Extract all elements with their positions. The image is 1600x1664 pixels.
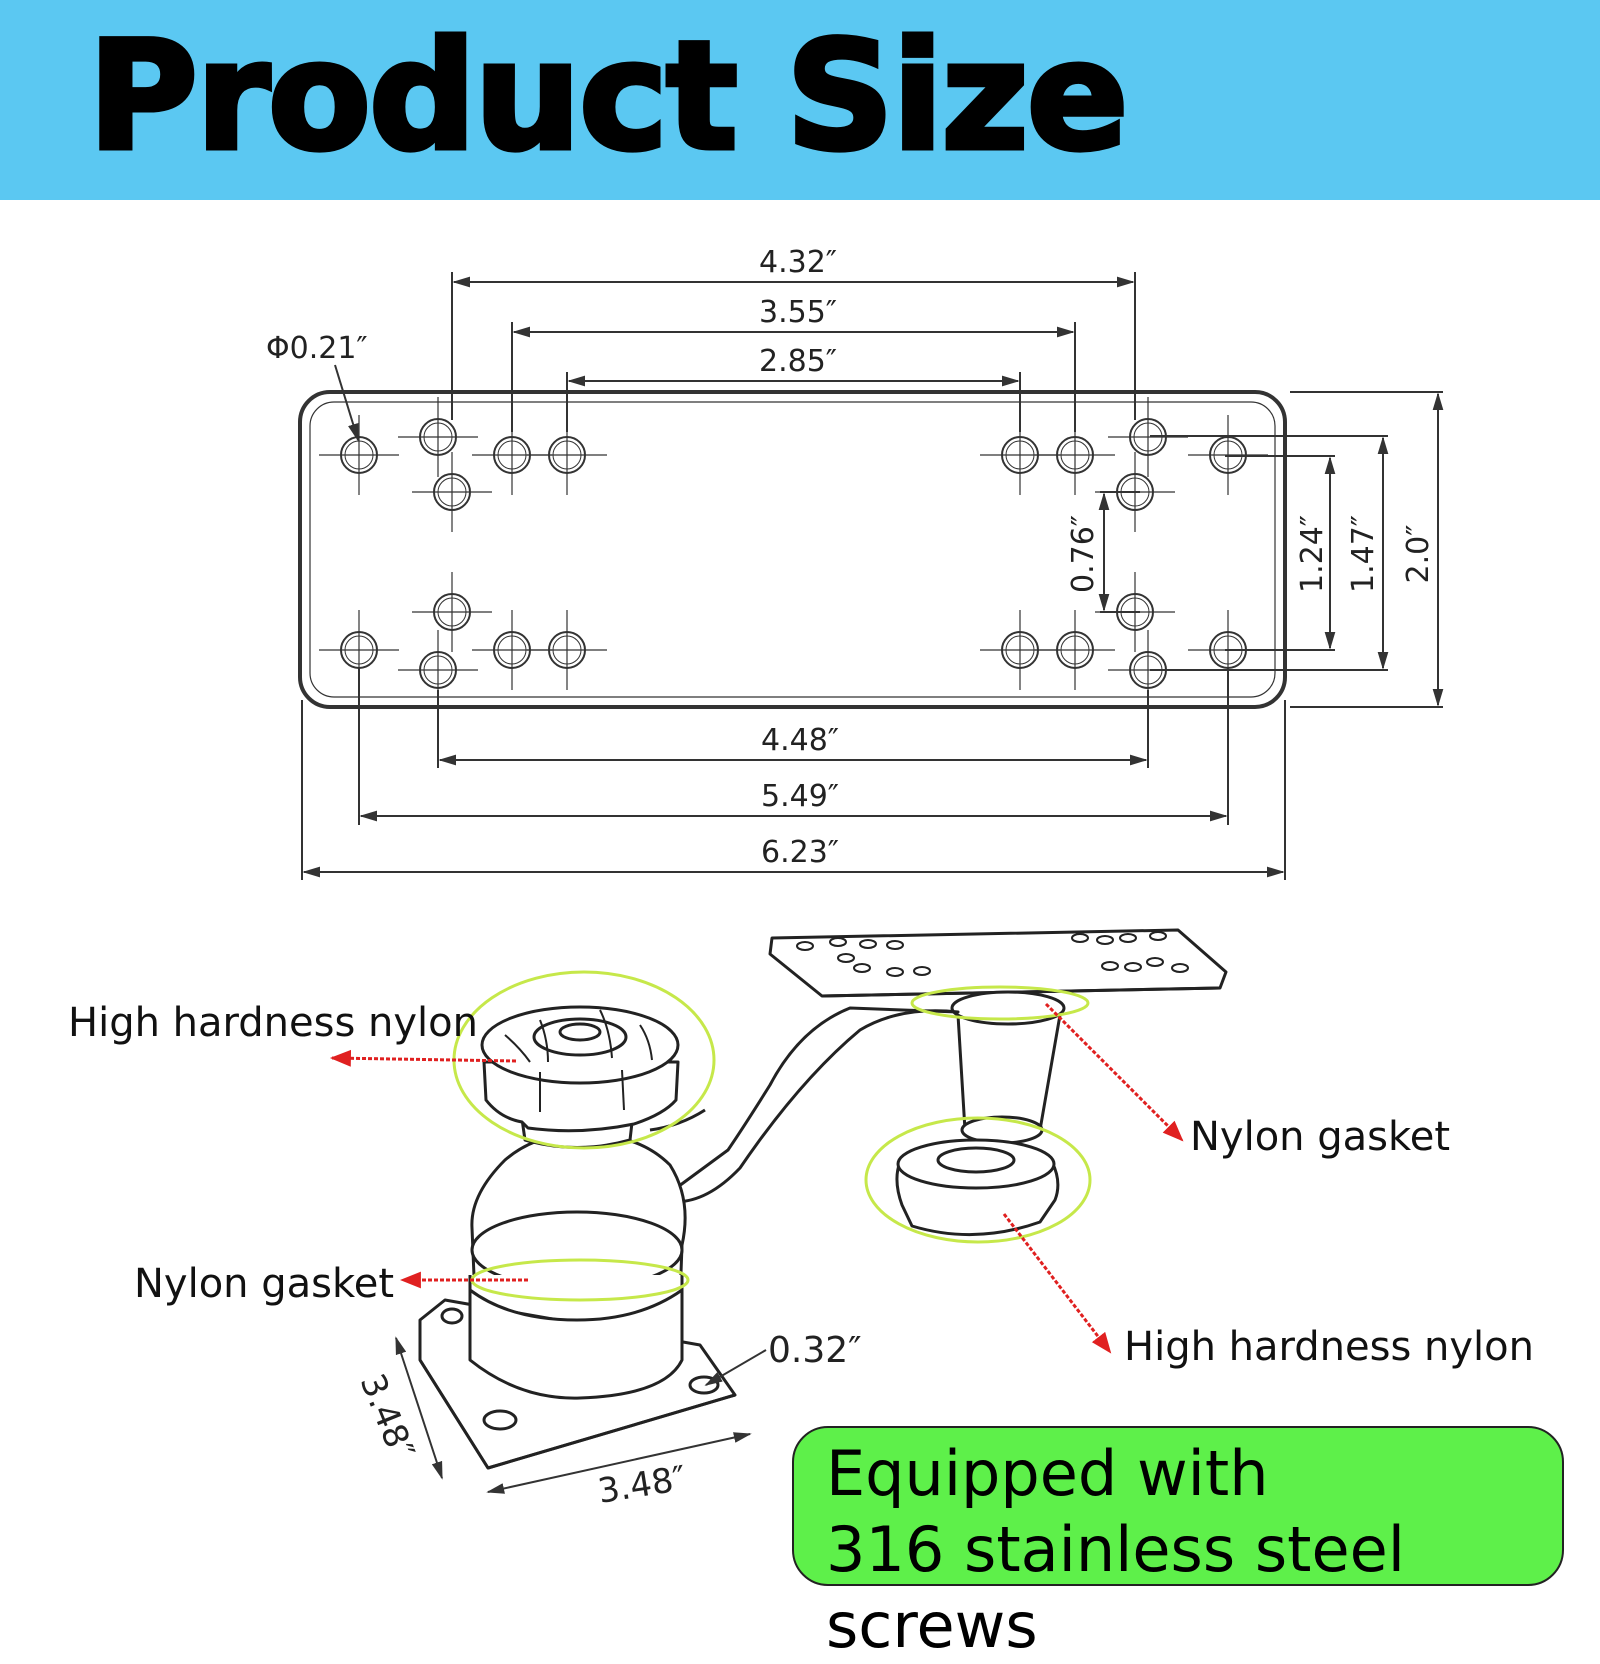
plate-hole (1056, 436, 1094, 474)
mounting-plate-drawing (298, 390, 1287, 710)
plate-hole-inner (423, 655, 453, 685)
feature-callout-text: Equipped with 316 stainless steel screws (826, 1436, 1562, 1664)
plate-hole (548, 631, 586, 669)
plate-hole-inner (497, 440, 527, 470)
dim-vertical-124: 1.24″ (1295, 515, 1330, 593)
mount-illustration (418, 928, 1228, 1470)
dim-vertical-20: 2.0″ (1401, 525, 1436, 584)
plate-hole-inner (344, 440, 374, 470)
highlight-right-knob (864, 1116, 1092, 1244)
dim-base-hole: 0.32″ (768, 1330, 862, 1371)
highlight-rings (452, 970, 1092, 1302)
plate-hole-centerline (412, 452, 492, 532)
plate-outline (298, 390, 1287, 709)
callout-gasket-left: Nylon gasket (134, 1261, 394, 1307)
plate-hole-inner (1005, 440, 1035, 470)
highlight-top-gasket (910, 985, 1090, 1021)
plate-hole-inner (497, 635, 527, 665)
plate-hole (419, 418, 457, 456)
arrow-knob-left (329, 1049, 517, 1067)
dimension-labels: 4.32″ 3.55″ 2.85″ Φ0.21″ 4.48″ 5.49″ 6.2… (266, 245, 1436, 870)
callout-gasket-right: Nylon gasket (1190, 1114, 1450, 1160)
plate-hole-centerline (398, 397, 478, 477)
plate-hole (548, 436, 586, 474)
arrow-knob-right (1002, 1213, 1112, 1354)
dim-top-outer: 4.32″ (759, 245, 837, 280)
dim-top-middle: 3.55″ (759, 295, 837, 330)
plate-hole-centerline (1035, 610, 1115, 690)
feature-line-2: 316 stainless steel screws (826, 1513, 1405, 1662)
plate-hole-inner (344, 635, 374, 665)
plate-holes (319, 397, 1268, 710)
dim-hole-diameter: Φ0.21″ (266, 331, 368, 366)
dim-top-inner: 2.85″ (759, 344, 837, 379)
page-title: Product Size (85, 10, 1130, 185)
dim-vertical-076: 0.76″ (1066, 515, 1101, 593)
plate-hole-inner (1060, 440, 1090, 470)
base-dimensions (395, 1336, 767, 1494)
technical-drawing: 4.32″ 3.55″ 2.85″ Φ0.21″ 4.48″ 5.49″ 6.2… (68, 245, 1534, 1512)
plate-hole-inner (552, 635, 582, 665)
plate-hole (433, 473, 471, 511)
dim-bottom-outer: 6.23″ (761, 835, 839, 870)
dim-bottom-inner: 4.48″ (761, 723, 839, 758)
plate-hole-inner (437, 477, 467, 507)
right-column (956, 1013, 1062, 1132)
arrow-gasket-right (1044, 1002, 1184, 1142)
plate-hole-centerline (319, 415, 399, 495)
callout-knob-left: High hardness nylon (68, 1000, 478, 1046)
feature-line-1: Equipped with (826, 1437, 1269, 1510)
dim-base-width: 3.48″ (595, 1459, 689, 1512)
plate-hole-inner (437, 597, 467, 627)
plate-hole-inner (1005, 635, 1035, 665)
plate-hole-inner (552, 440, 582, 470)
callout-arrows (329, 1002, 1184, 1354)
plate-hole-centerline (527, 610, 607, 690)
callout-knob-right: High hardness nylon (1124, 1324, 1534, 1370)
plate-hole (419, 651, 457, 689)
plate-hole (433, 593, 471, 631)
feature-callout-box: Equipped with 316 stainless steel screws (792, 1426, 1564, 1662)
mount-arm (658, 1006, 960, 1204)
plate-hole-inner (423, 422, 453, 452)
plate-hole-centerline (412, 572, 492, 652)
header-banner (0, 0, 1600, 200)
dim-bottom-middle: 5.49″ (761, 779, 839, 814)
plate-hole (340, 436, 378, 474)
dim-vertical-147: 1.47″ (1346, 515, 1381, 593)
plate-hole-inner (1060, 635, 1090, 665)
plate-hole (1056, 631, 1094, 669)
dimension-lines (301, 272, 1444, 880)
